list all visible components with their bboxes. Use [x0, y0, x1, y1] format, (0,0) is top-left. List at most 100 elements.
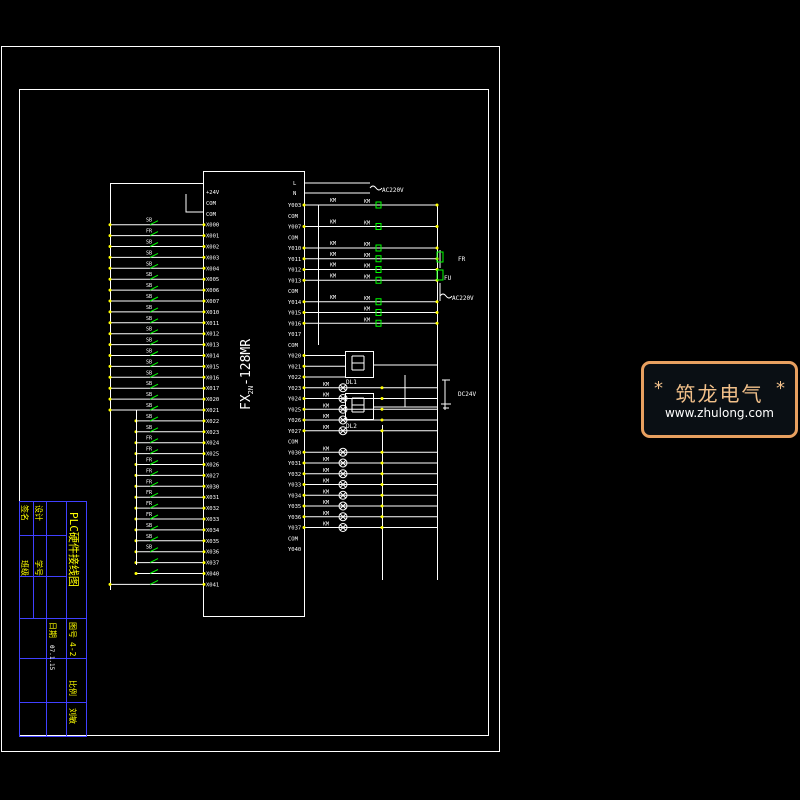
fr-label: FR	[458, 256, 466, 263]
contact-label: FR	[146, 512, 153, 518]
input-wiring: SBFRSBSBSBSBSBSBSBSBSBSBSBSBSBSBSBSBSBSB…	[108, 183, 206, 590]
input-terminal-label: X005	[206, 277, 219, 283]
junction-node	[302, 483, 306, 486]
output-terminal-label: COM	[288, 214, 299, 220]
contact-symbol	[149, 242, 159, 247]
contact-symbol	[149, 481, 159, 487]
junction-node	[380, 526, 384, 529]
input-terminal-label: COM	[206, 201, 217, 207]
junction-node	[202, 408, 206, 412]
junction-node	[302, 311, 306, 314]
contact-symbol	[149, 383, 159, 389]
contact-symbol	[149, 405, 159, 411]
junction-node	[108, 255, 112, 259]
junction-node	[108, 266, 112, 270]
junction-node	[302, 418, 306, 422]
junction-node	[302, 397, 306, 400]
junction-node	[202, 266, 206, 270]
junction-node	[380, 407, 384, 411]
coil-symbol	[375, 309, 382, 316]
output-terminal-label: Y033	[288, 483, 301, 489]
ac-source-symbol-2	[439, 293, 453, 299]
contact-symbol	[149, 263, 159, 269]
contact-symbol	[149, 492, 159, 498]
lamp-label: KM	[323, 468, 329, 474]
contact-label: FR	[146, 479, 153, 485]
contact-label: SB	[146, 283, 152, 289]
lamp-cross	[339, 470, 347, 478]
lamp-cross	[339, 502, 347, 510]
junction-node	[435, 225, 439, 228]
output-terminal-label: Y040	[288, 547, 301, 553]
junction-node	[202, 332, 206, 336]
fu-label: FU	[444, 275, 452, 282]
junction-node	[380, 493, 384, 497]
output-terminal-label: Y027	[288, 429, 301, 435]
junction-node	[302, 386, 306, 390]
contact-symbol	[149, 547, 159, 553]
input-terminal-label: X017	[206, 386, 219, 392]
contact-symbol	[149, 394, 159, 400]
contact-label: SB	[146, 272, 152, 278]
junction-node	[202, 572, 206, 575]
input-terminal-label: +24V	[206, 190, 220, 196]
input-terminal-label: X014	[206, 354, 220, 360]
junction-node	[108, 408, 112, 412]
lamp-label: KM	[323, 511, 329, 517]
output-terminal-label: Y003	[288, 203, 301, 209]
junction-node	[302, 375, 306, 379]
lamp-cross	[339, 513, 347, 521]
contact-symbol	[149, 427, 159, 433]
coil-label: KM	[364, 296, 370, 302]
lamp-symbol	[338, 447, 348, 457]
inner-frame	[19, 89, 489, 736]
junction-node	[202, 354, 206, 357]
contact-symbol	[149, 285, 159, 291]
input-terminal-label: X001	[206, 234, 219, 240]
coil-symbol	[375, 276, 382, 284]
junction-node	[302, 461, 306, 465]
coil-label: KM	[364, 242, 370, 248]
input-terminal-label: X011	[206, 321, 219, 327]
junction-node	[108, 299, 112, 303]
contact-label: SB	[146, 218, 152, 224]
output-terminal-label: COM	[288, 235, 299, 241]
input-terminal-label: X020	[206, 397, 219, 403]
junction-node	[380, 450, 384, 454]
output-terminals: Y003COMY007COMY010Y011Y012Y013COMY014Y01…	[288, 203, 302, 553]
input-terminal-label: X025	[206, 452, 219, 458]
junction-node	[202, 321, 206, 325]
contact-label: FR	[146, 447, 153, 453]
coil-symbol	[375, 319, 382, 327]
display-label-1: DL1	[346, 379, 357, 386]
output-terminal-label: Y024	[288, 397, 302, 403]
contact-label: SB	[146, 425, 152, 431]
watermark-url: www.zhulong.com	[664, 406, 774, 420]
contact-symbol	[149, 274, 159, 280]
contact-symbol	[149, 220, 159, 226]
junction-node	[108, 332, 112, 336]
input-terminal-label: X003	[206, 255, 219, 261]
junction-node	[108, 364, 112, 368]
junction-node	[202, 397, 206, 401]
fuse-symbol	[436, 269, 444, 281]
junction-node	[302, 429, 306, 433]
input-terminal-label: X010	[206, 310, 219, 316]
input-terminal-label: X040	[206, 572, 219, 578]
contact-label: SB	[146, 523, 152, 529]
junction-node	[108, 310, 112, 314]
star-right: *	[776, 378, 785, 399]
junction-node	[108, 582, 112, 586]
output-terminal-label: Y010	[288, 246, 301, 252]
lamp-cross	[339, 524, 347, 531]
contact-symbol	[149, 372, 159, 378]
input-terminal-label: X030	[206, 484, 219, 490]
contact-label: SB	[146, 534, 152, 540]
coil-symbol	[375, 201, 382, 209]
junction-node	[302, 257, 306, 261]
junction-node	[202, 255, 206, 259]
input-terminal-label: X035	[206, 539, 219, 545]
contact-symbol	[149, 460, 159, 465]
junction-node	[302, 278, 306, 282]
input-terminal-label: X041	[206, 582, 219, 588]
